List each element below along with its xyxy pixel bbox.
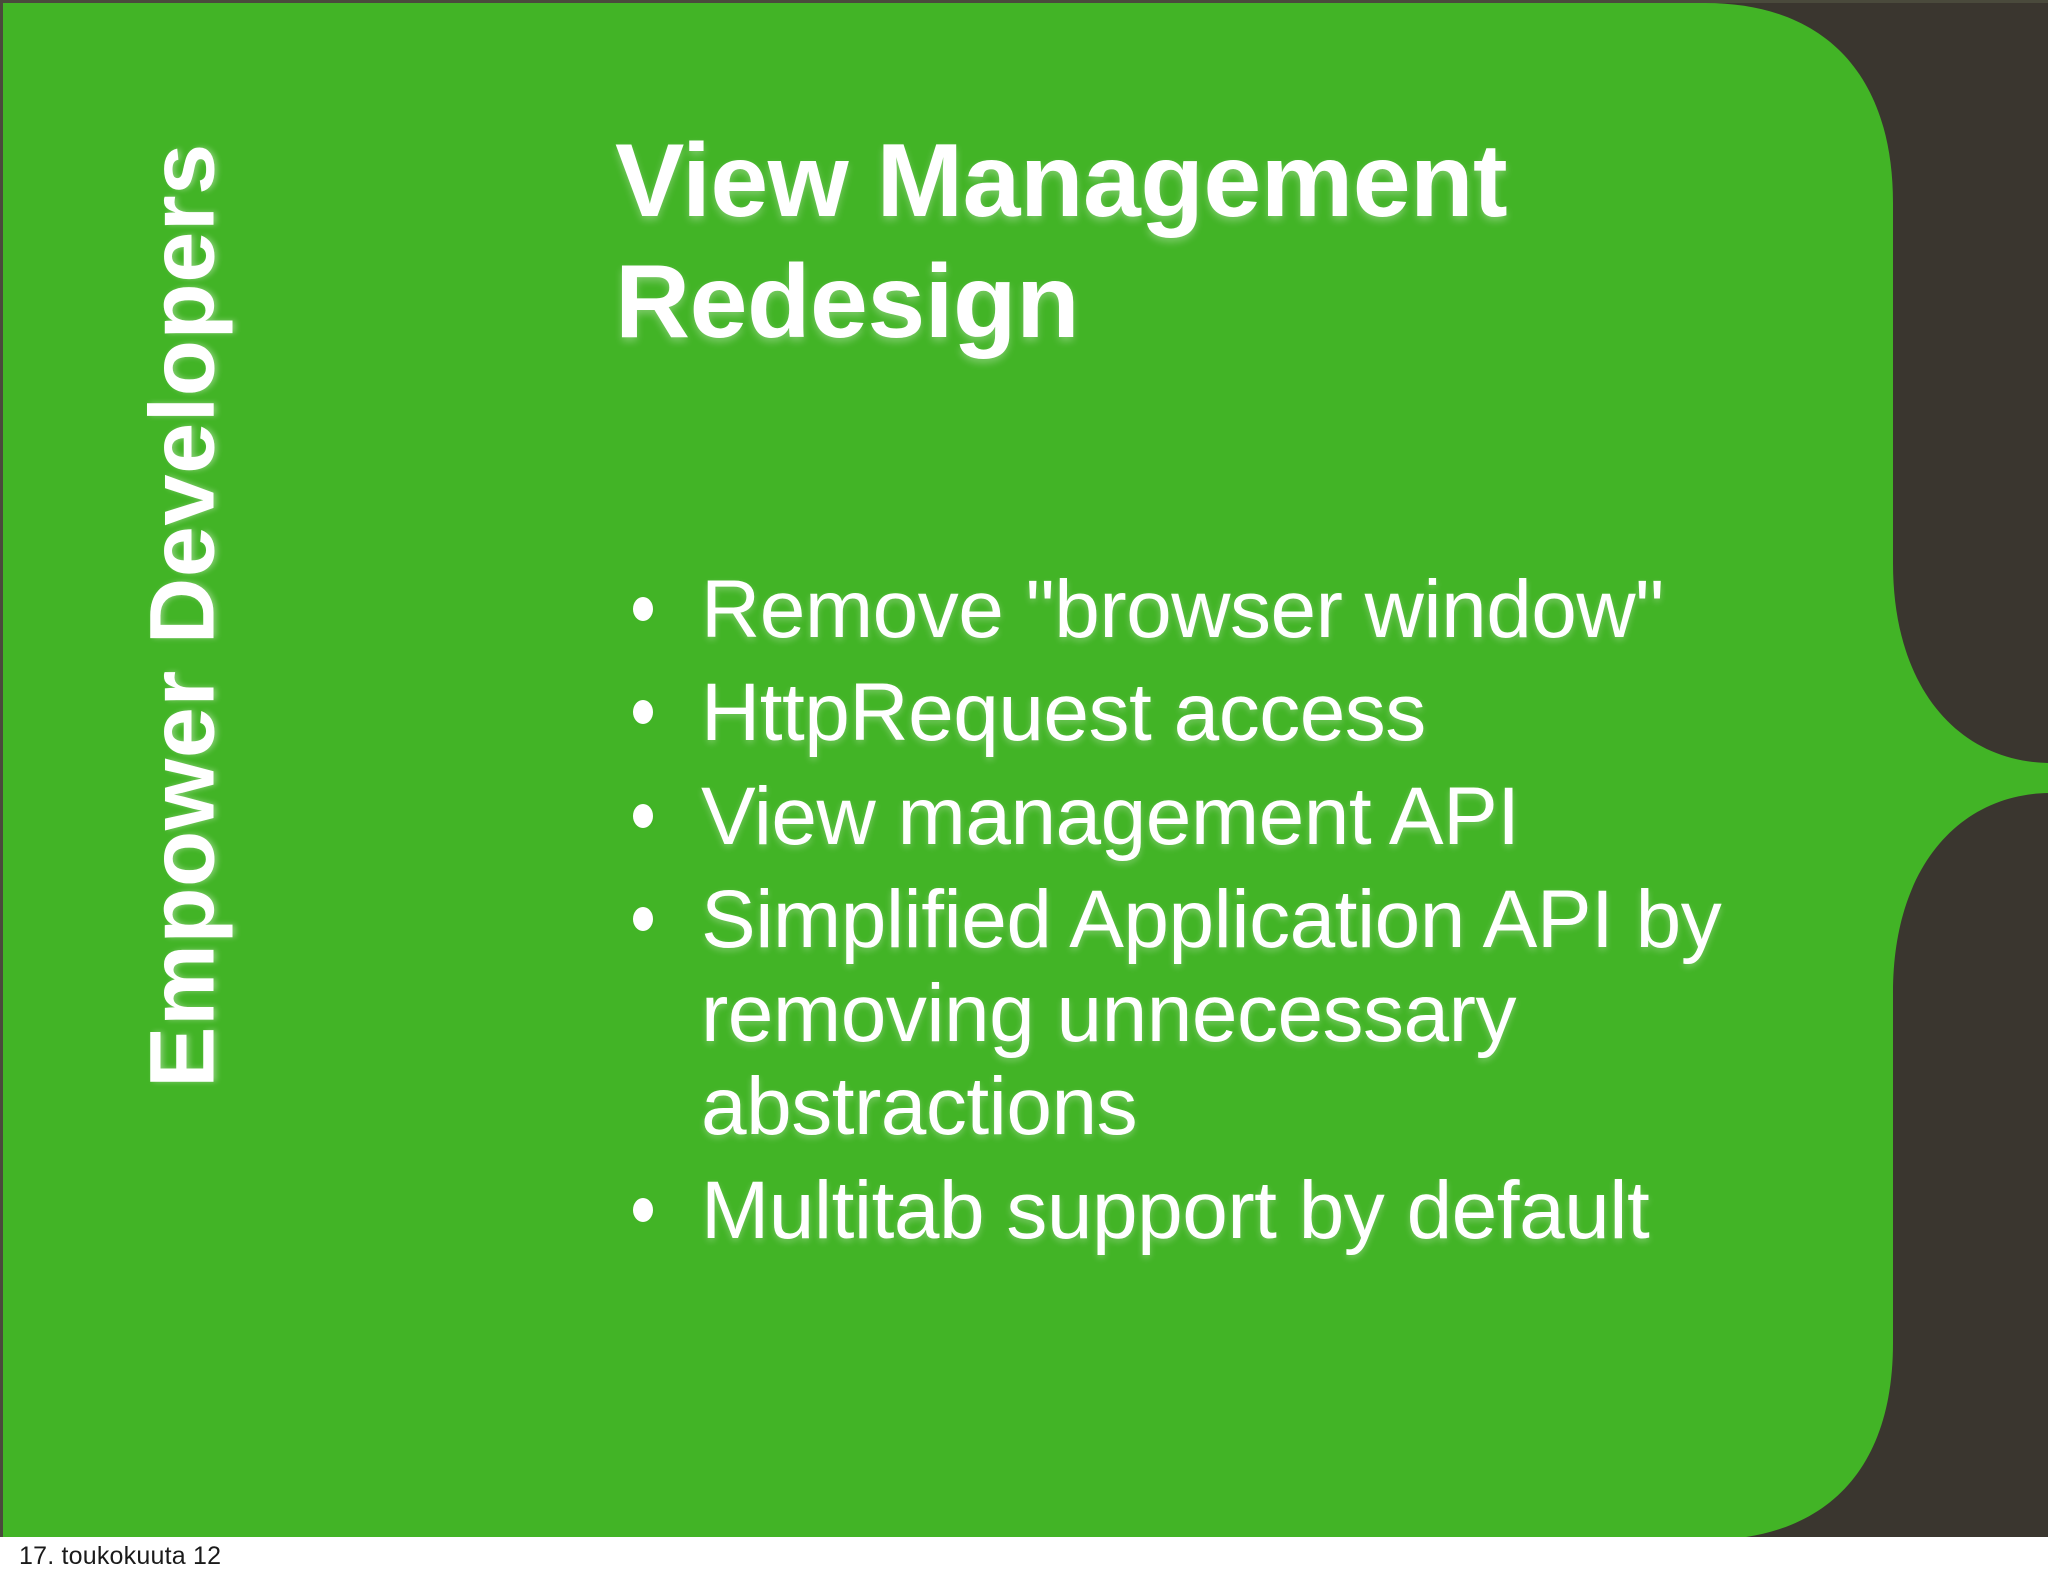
bullet-dot-icon [633, 803, 653, 828]
bullet-item: Multitab support by default [615, 1164, 1915, 1257]
slide-footer: 17. toukokuuta 12 [0, 1537, 2048, 1576]
slide-title: View Management Redesign [615, 123, 1508, 360]
bullet-text: Multitab support by default [701, 1164, 1650, 1256]
bullet-item: HttpRequest access [615, 666, 1915, 759]
bullet-text: Remove "browser window" [701, 564, 1664, 655]
bullet-dot-icon [633, 700, 653, 725]
bullet-dot-icon [633, 1197, 653, 1222]
footer-date: 17. toukokuuta 12 [19, 1542, 222, 1570]
green-panel-shape [3, 3, 2048, 1537]
bullet-dot-icon [633, 597, 653, 621]
bullet-item: Remove "browser window" [615, 563, 1915, 656]
bullet-list: Remove "browser window" HttpRequest acce… [615, 563, 1915, 1267]
bullet-text: HttpRequest access [701, 667, 1426, 759]
bullet-item: View management API [615, 770, 1915, 863]
bullet-text: View management API [701, 770, 1520, 862]
bullet-text: Simplified Application API by removing u… [701, 874, 1722, 1153]
bullet-dot-icon [633, 907, 653, 932]
slide-canvas: Empower Developers View Management Redes… [0, 0, 2048, 1537]
slide-content: Empower Developers View Management Redes… [3, 3, 2048, 1537]
bullet-item: Simplified Application API by removing u… [615, 873, 1915, 1153]
side-label-empower-developers: Empower Developers [131, 143, 234, 1088]
